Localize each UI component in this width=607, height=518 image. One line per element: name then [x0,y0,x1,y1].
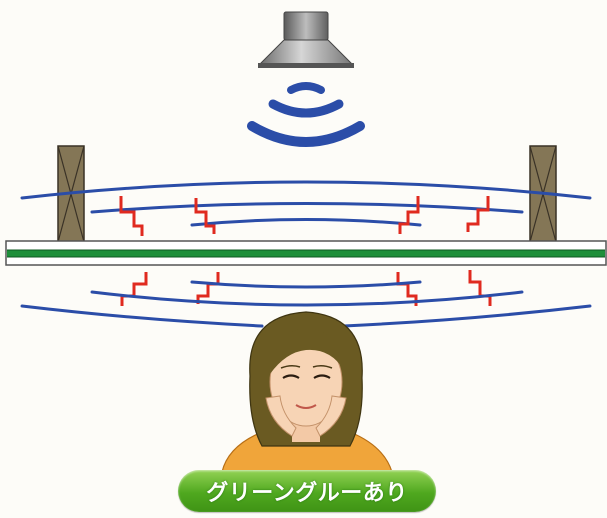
green-glue-layer [7,250,605,257]
lower-wave-short [190,280,422,289]
listener-person-icon [221,311,393,473]
upper-wave-long [20,180,592,200]
vibration-mark [468,270,492,306]
upper-wave-short [190,218,422,227]
vibration-mark [398,196,420,234]
floor-slab [5,240,607,266]
upper-wave-mid [90,202,524,214]
vibration-mark [396,272,418,306]
sound-wave-arc-1 [287,82,325,94]
sound-wave-arc-2 [268,99,344,118]
sound-wave-arc-3 [247,121,365,147]
upper-vibration-waves [20,180,592,227]
lower-vibration-marks [120,270,492,306]
vibration-mark [194,198,216,234]
label-badge: グリーングルーあり [178,470,436,512]
upper-vibration-marks [119,196,490,236]
vibration-mark [466,196,490,232]
lower-wave-left [20,304,264,328]
vibration-mark [119,196,144,236]
vibration-mark [196,272,220,304]
label-text: グリーングルーあり [206,481,408,506]
vibration-mark [120,272,148,306]
lower-wave-right [342,304,592,328]
lower-vibration-waves [20,280,592,328]
sound-waves-from-speaker [247,82,365,147]
lower-wave-mid [90,290,524,307]
speaker-icon [258,11,354,68]
